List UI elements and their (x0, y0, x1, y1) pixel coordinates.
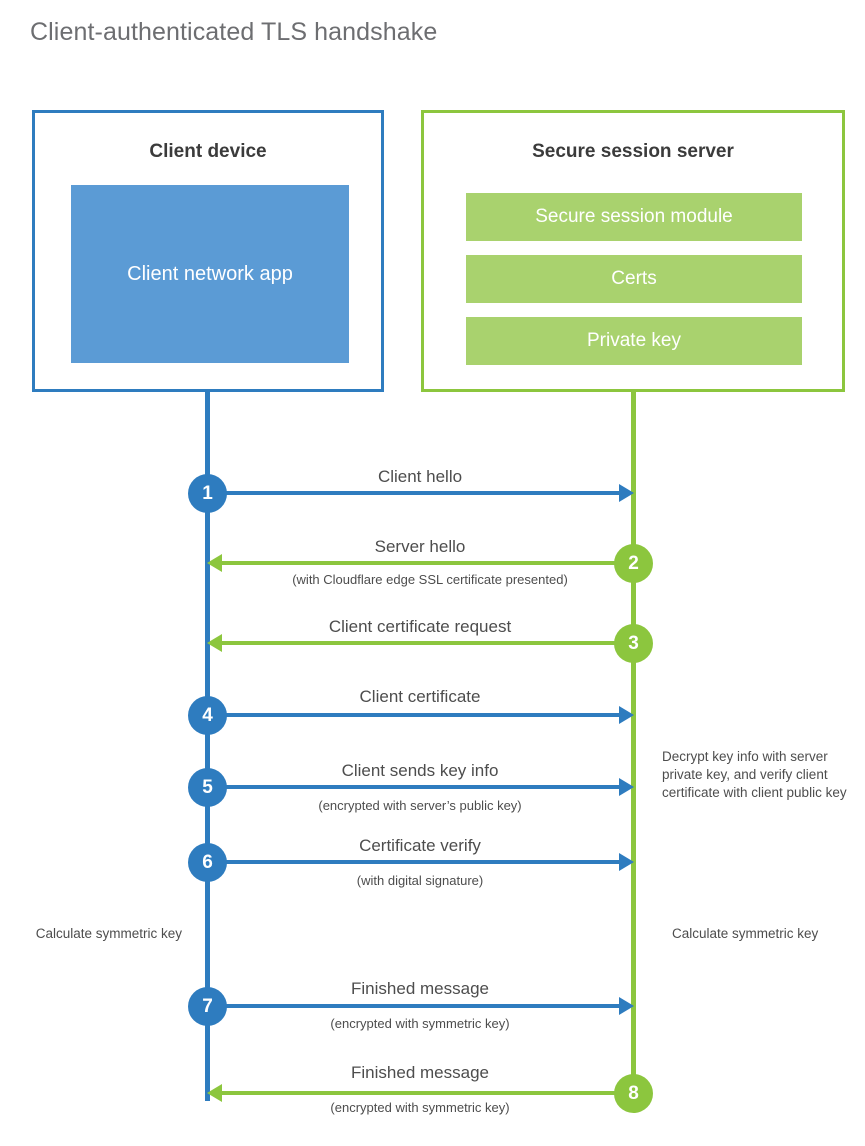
step-2-marker[interactable]: 2 (614, 544, 653, 583)
step-6-sublabel: (with digital signature) (356, 873, 484, 888)
step-6-label: Certificate verify (359, 836, 481, 855)
step-7-marker[interactable]: 7 (188, 987, 227, 1026)
client-network-app-block: Client network app (71, 185, 349, 363)
page-title: Client-authenticated TLS handshake (30, 18, 438, 46)
step-8-sublabel: (encrypted with symmetric key) (330, 1100, 510, 1115)
step-4-arrow-line (207, 713, 619, 717)
client-device-box: Client device Client network app (32, 110, 384, 392)
server-component-certs: Certs (466, 255, 802, 303)
step-2-sublabel: (with Cloudflare edge SSL certificate pr… (292, 572, 568, 587)
client-lifeline (205, 390, 210, 1101)
step-5-marker[interactable]: 5 (188, 768, 227, 807)
step-3-arrow-head-icon (207, 634, 222, 652)
step-4-arrow-head-icon (619, 706, 634, 724)
step-6-marker[interactable]: 6 (188, 843, 227, 882)
secure-session-server-box: Secure session server Secure session mod… (421, 110, 845, 392)
step-7-arrow-head-icon (619, 997, 634, 1015)
step-5-sublabel: (encrypted with server’s public key) (318, 798, 522, 813)
step-8-label: Finished message (351, 1063, 489, 1082)
step-3-arrow-line (222, 641, 634, 645)
client-calculate-symmetric-key-note: Calculate symmetric key (35, 926, 182, 941)
step-5-arrow-line (207, 785, 619, 789)
step-2-arrow-line (222, 561, 634, 565)
step-7-arrow-line (207, 1004, 619, 1008)
step-7-sublabel: (encrypted with symmetric key) (330, 1016, 510, 1031)
step-8-arrow-head-icon (207, 1084, 222, 1102)
step-8-marker[interactable]: 8 (614, 1074, 653, 1113)
step-5-arrow-head-icon (619, 778, 634, 796)
step-7-label: Finished message (351, 979, 489, 998)
server-decrypt-note: Decrypt key info with server private key… (662, 749, 847, 800)
server-calculate-symmetric-key-note: Calculate symmetric key (672, 926, 819, 941)
server-component-private-key: Private key (466, 317, 802, 365)
secure-session-server-title: Secure session server (532, 141, 734, 162)
step-2-label: Server hello (374, 537, 466, 556)
step-5-label: Client sends key info (341, 761, 499, 780)
step-4-label: Client certificate (359, 687, 481, 706)
step-1-marker[interactable]: 1 (188, 474, 227, 513)
client-device-title: Client device (149, 141, 267, 162)
step-6-arrow-line (207, 860, 619, 864)
server-lifeline (631, 390, 636, 1093)
step-3-label: Client certificate request (328, 617, 512, 636)
step-4-marker[interactable]: 4 (188, 696, 227, 735)
step-1-arrow-head-icon (619, 484, 634, 502)
step-6-arrow-head-icon (619, 853, 634, 871)
step-2-arrow-head-icon (207, 554, 222, 572)
step-1-label: Client hello (377, 467, 463, 486)
server-component-secure-session-module: Secure session module (466, 193, 802, 241)
step-1-arrow-line (207, 491, 619, 495)
step-8-arrow-line (222, 1091, 634, 1095)
step-3-marker[interactable]: 3 (614, 624, 653, 663)
